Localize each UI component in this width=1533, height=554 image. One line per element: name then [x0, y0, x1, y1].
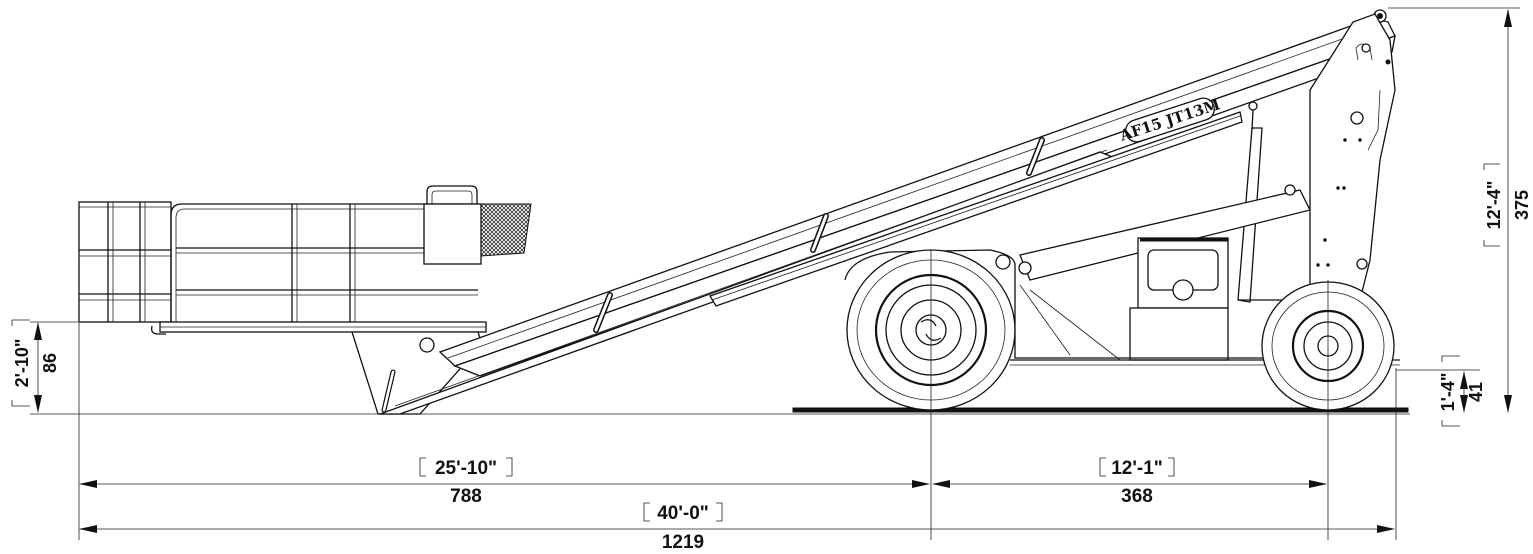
platform-height-dimension: 2'-10" 86 [11, 319, 60, 413]
overall-height-imperial: 12'-4" [1484, 181, 1504, 230]
wheelbase-imperial: 12'-1" [1111, 458, 1163, 479]
ground-clearance-metric: 41 [1466, 382, 1486, 402]
platform-to-axle-dimension: 25'-10" 788 [79, 457, 930, 507]
platform-to-axle-imperial: 25'-10" [435, 458, 497, 479]
rear-wheel [1261, 280, 1395, 540]
platform-height-imperial: 2'-10" [12, 339, 32, 388]
overall-height-dimension: 12'-4" 375 [1483, 9, 1532, 413]
overall-length-dimension: 40'-0" 1219 [79, 502, 1395, 553]
platform-height-metric: 86 [40, 353, 60, 373]
ground-line [30, 407, 1410, 415]
work-platform [78, 185, 532, 415]
telescopic-boom: AF15 JT13M [379, 9, 1396, 415]
overall-length-metric: 1219 [662, 532, 704, 553]
ground-clearance-imperial: 1'-4" [1438, 373, 1458, 412]
front-wheel [846, 249, 1016, 540]
platform-to-axle-metric: 788 [450, 486, 482, 507]
overall-length-imperial: 40'-0" [657, 503, 709, 524]
extension-lines [30, 7, 1520, 540]
wheelbase-dimension: 12'-1" 368 [932, 457, 1327, 507]
overall-height-metric: 375 [1512, 190, 1532, 220]
wheelbase-metric: 368 [1121, 486, 1153, 507]
ground-clearance-dimension: 1'-4" 41 [1438, 355, 1486, 427]
